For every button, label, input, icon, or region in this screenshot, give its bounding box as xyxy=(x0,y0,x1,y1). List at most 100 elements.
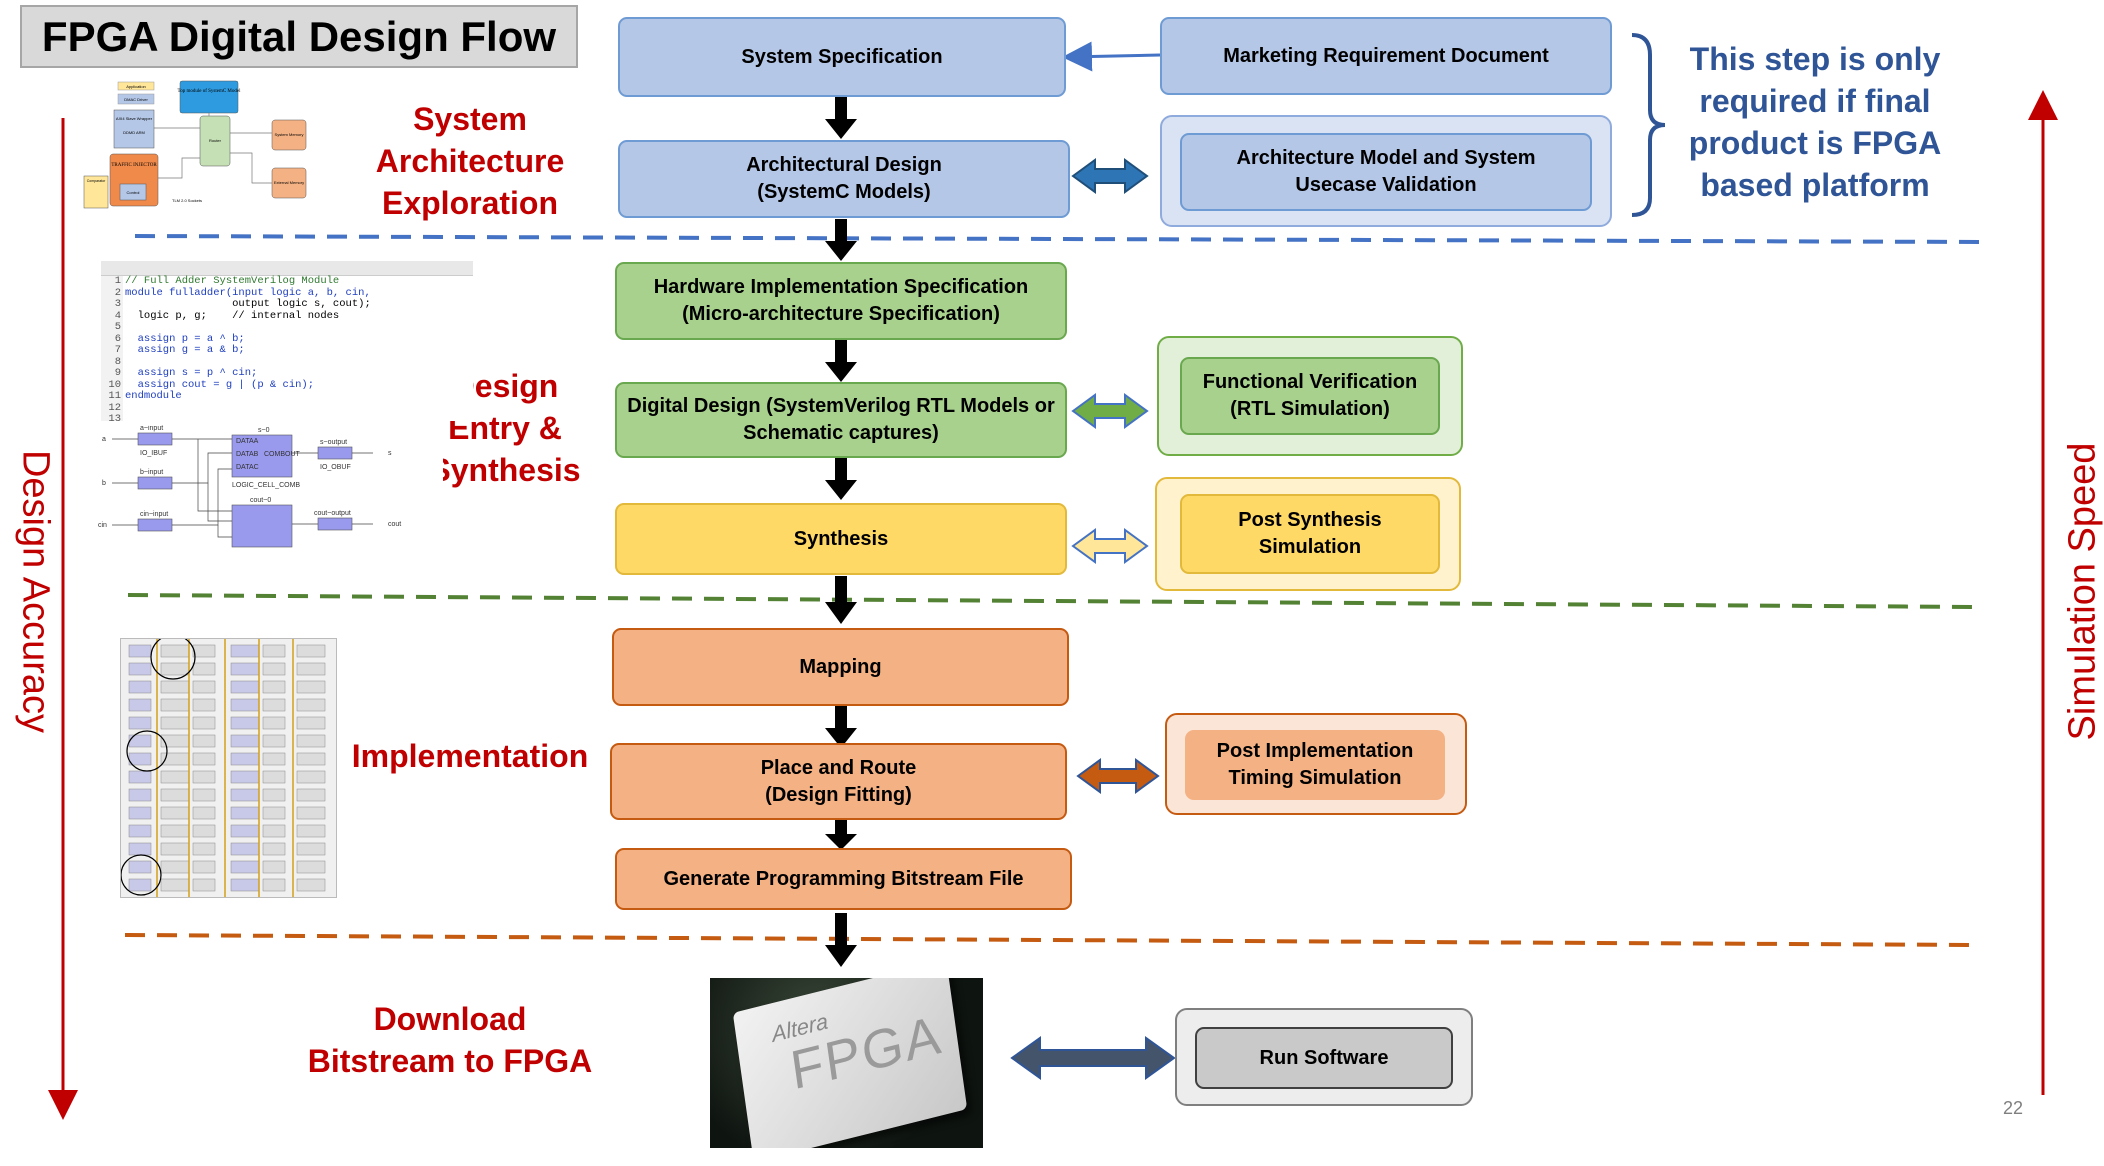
line-text: output logic s, cout); xyxy=(125,298,371,310)
planner-cell xyxy=(128,680,152,694)
code-line: 9 assign s = p ^ cin; xyxy=(115,367,371,380)
planner-cell xyxy=(296,824,326,838)
generate-bitstream-box[interactable]: Generate Programming Bitstream File xyxy=(615,848,1072,910)
planner-cell xyxy=(192,842,216,856)
box-line: (SystemC Models) xyxy=(757,181,931,203)
code-line: 1// Full Adder SystemVerilog Module xyxy=(115,275,371,288)
planner-cell xyxy=(262,752,286,766)
planner-cell xyxy=(192,698,216,712)
hw-implementation-spec-box[interactable]: Hardware Implementation Specification(Mi… xyxy=(615,262,1067,340)
box-line: Post Synthesis xyxy=(1238,509,1382,531)
down-arrow xyxy=(825,576,857,624)
planner-cell xyxy=(160,842,190,856)
bidir-arrow-architecture xyxy=(1071,158,1149,194)
fpga-chip-image: Altera FPGA xyxy=(710,978,983,1148)
planner-cell xyxy=(296,698,326,712)
planner-cell xyxy=(296,842,326,856)
functional-verification-box[interactable]: Functional Verification(RTL Simulation) xyxy=(1180,357,1440,435)
planner-cell xyxy=(192,662,216,676)
chip-planner-thumbnail xyxy=(120,634,337,898)
planner-cell xyxy=(296,716,326,730)
planner-cell xyxy=(192,716,216,730)
separator-design-entry xyxy=(127,593,1976,609)
system-architecture-diagram: Application DMAC Driver Top module of Sy… xyxy=(83,80,307,209)
code-line: 13 xyxy=(108,413,371,426)
flow-down-arrows xyxy=(825,97,857,967)
line-number: 7 xyxy=(114,344,121,356)
planner-cell xyxy=(230,716,260,730)
planner-cell xyxy=(296,806,326,820)
digital-design-box[interactable]: Digital Design (SystemVerilog RTL Models… xyxy=(615,382,1067,458)
line-number: 11 xyxy=(108,390,121,402)
planner-cell xyxy=(230,698,260,712)
down-arrow xyxy=(825,913,857,967)
bidir-arrow-implementation xyxy=(1076,758,1160,794)
box-line: Architectural Design xyxy=(746,154,942,176)
thumb-text: Top module of SystemC Model xyxy=(178,89,242,94)
schem-text: cin~input xyxy=(140,511,168,518)
box-line: Architecture Model and System xyxy=(1236,147,1536,169)
note-line: This step is only xyxy=(1689,41,1941,77)
planner-cell xyxy=(296,734,326,748)
box-line: (Micro-architecture Specification) xyxy=(682,303,1000,325)
line-text: assign g = a & b; xyxy=(125,344,245,356)
thumb-text: Router xyxy=(209,138,222,143)
planner-cell xyxy=(128,878,152,892)
planner-cell xyxy=(296,860,326,874)
planner-cell xyxy=(230,860,260,874)
planner-cell xyxy=(160,788,190,802)
stage-label-system-architecture: System Architecture Exploration xyxy=(345,98,595,224)
code-line: 10 assign cout = g | (p & cin); xyxy=(108,379,371,392)
stage-line: Bitstream to FPGA xyxy=(307,1043,593,1079)
schematic-thumbnail: a~input b~input cin~input s~0 cout~0 s~o… xyxy=(98,425,443,565)
stage-line: Architecture xyxy=(375,143,565,179)
planner-cell xyxy=(128,716,152,730)
thumb-text: Control xyxy=(127,190,140,195)
planner-cell xyxy=(296,788,326,802)
schem-text: DATAC xyxy=(236,464,259,471)
marketing-requirement-box[interactable]: Marketing Requirement Document xyxy=(1160,17,1612,95)
thumb-text: Comparator xyxy=(87,179,106,183)
line-number: 1 xyxy=(114,275,121,287)
thumb-text: DMAC Driver xyxy=(124,97,148,102)
planner-cell xyxy=(160,860,190,874)
planner-cell xyxy=(230,662,260,676)
planner-cell xyxy=(192,752,216,766)
thumb-text: Application xyxy=(126,84,146,89)
planner-cell xyxy=(160,698,190,712)
separator-architecture xyxy=(134,234,1991,244)
run-software-box[interactable]: Run Software xyxy=(1195,1027,1453,1089)
planner-cell xyxy=(128,662,152,676)
architectural-design-box[interactable]: Architectural Design (SystemC Models) xyxy=(618,140,1070,218)
planner-cell xyxy=(160,680,190,694)
bidir-arrow-run-software xyxy=(1010,1036,1176,1080)
stage-line: System xyxy=(413,101,527,137)
schem-text: IO_IBUF xyxy=(140,450,167,457)
schem-text: a xyxy=(102,436,106,443)
line-text: logic p, g; // internal nodes xyxy=(125,309,340,322)
line-text: endmodule xyxy=(125,390,182,402)
place-and-route-box[interactable]: Place and Route(Design Fitting) xyxy=(610,743,1067,820)
planner-cell xyxy=(192,860,216,874)
planner-cell xyxy=(128,788,152,802)
code-line: 5 xyxy=(115,321,371,334)
line-text: assign s = p ^ cin; xyxy=(125,367,258,379)
line-number: 13 xyxy=(108,413,121,425)
system-specification-box[interactable]: System Specification xyxy=(618,17,1066,97)
synthesis-box[interactable]: Synthesis xyxy=(615,503,1067,575)
code-line: 6 assign p = a ^ b; xyxy=(115,333,371,346)
box-line: Simulation xyxy=(1258,536,1362,558)
note-line: based platform xyxy=(1700,167,1930,203)
planner-cell xyxy=(230,878,260,892)
planner-cell xyxy=(128,698,152,712)
stage-label-implementation: Implementation xyxy=(351,738,589,774)
planner-cell xyxy=(128,860,152,874)
planner-cell xyxy=(128,842,152,856)
mapping-box[interactable]: Mapping xyxy=(612,628,1069,706)
planner-cell xyxy=(160,770,190,784)
